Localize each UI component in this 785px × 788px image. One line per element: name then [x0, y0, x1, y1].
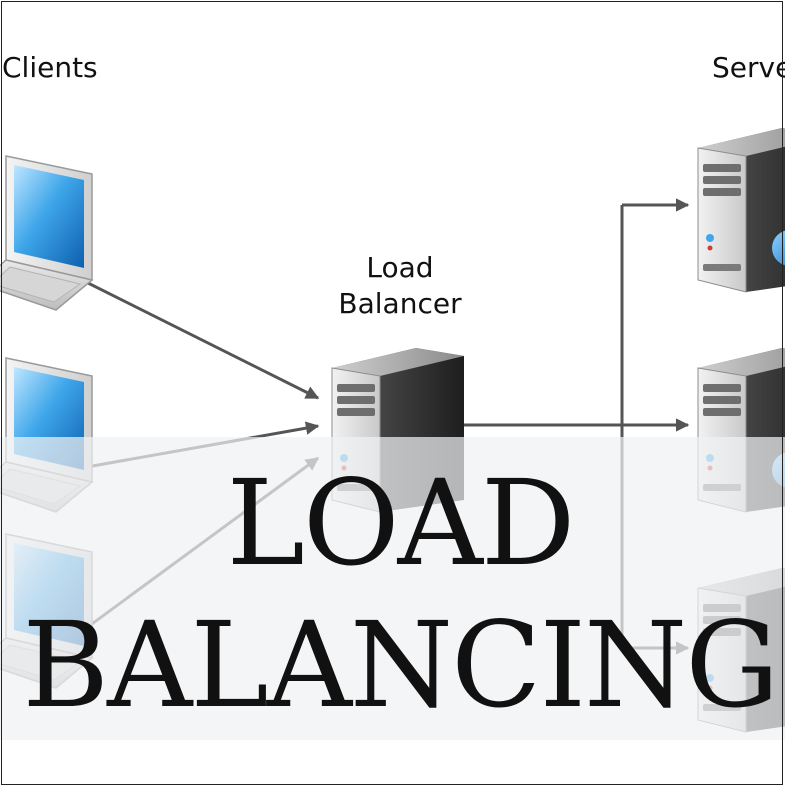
- overlay-title: LOAD BALANCING: [0, 452, 785, 736]
- server-icon: [697, 128, 785, 293]
- load-balancer-label-line1: Load: [366, 251, 434, 284]
- arrow-client-1-to-balancer: [57, 266, 320, 400]
- servers-label: Serve: [712, 51, 785, 84]
- laptop-icon: [0, 155, 94, 311]
- clients-label: Clients: [2, 51, 98, 84]
- load-balancer-label-line2: Balancer: [338, 287, 462, 320]
- overlay-title-line1: LOAD: [226, 454, 576, 592]
- globe-icon: [772, 230, 785, 266]
- overlay-title-line2: BALANCING: [22, 596, 779, 734]
- load-balancer-label: Load Balancer: [325, 250, 475, 322]
- title-overlay-band: [0, 437, 785, 740]
